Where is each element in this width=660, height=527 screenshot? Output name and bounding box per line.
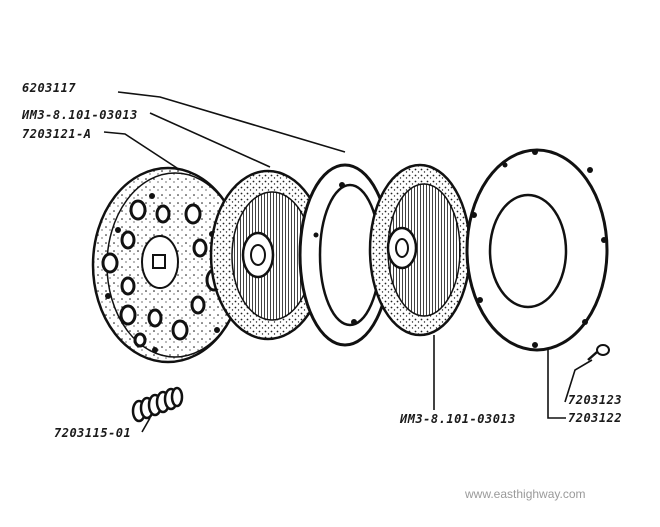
label-7203123: 7203123	[568, 393, 622, 407]
friction-ring	[465, 148, 609, 352]
driven-disc-1	[209, 169, 327, 341]
watermark-text: www.easthighway.com	[464, 487, 586, 501]
label-imz-disc-top: ИМЗ-8.101-03013	[21, 108, 138, 122]
label-imz-disc-bottom: ИМЗ-8.101-03013	[399, 412, 516, 426]
leader-lines	[103, 91, 593, 433]
pressure-plate	[91, 166, 245, 364]
pin-part	[587, 344, 610, 361]
label-7203122: 7203122	[568, 411, 622, 425]
label-spring: 7203115-01	[54, 426, 131, 440]
spring-part	[131, 386, 184, 423]
label-6203117: 6203117	[22, 81, 76, 95]
driven-disc-2	[368, 163, 472, 337]
label-7203121-a: 7203121-А	[22, 127, 92, 141]
